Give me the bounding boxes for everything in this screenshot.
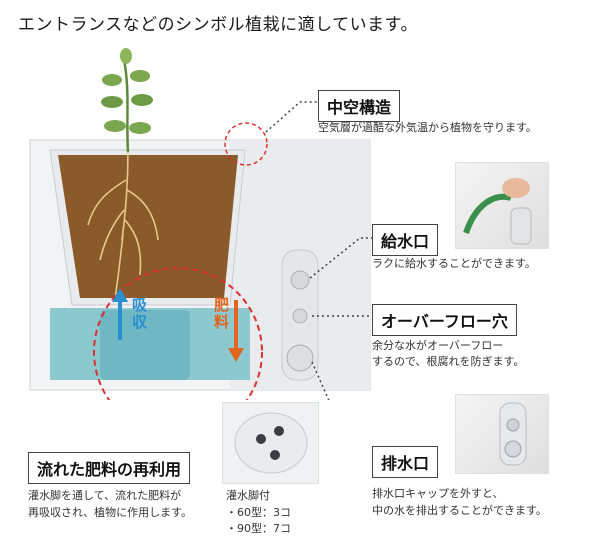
overflow-desc-2: するので、根腐れを防ぎます。	[372, 355, 525, 368]
inlet-desc: ラクに給水することができます。	[372, 257, 536, 270]
overflow-desc-1: 余分な水がオーバーフロー	[372, 339, 504, 352]
overflow-hole	[292, 308, 308, 324]
hose-icon	[463, 178, 532, 245]
feet-60: ・60型：3コ	[226, 506, 291, 519]
feet-title: 灌水脚付	[226, 489, 270, 502]
drain-label: 排水口	[372, 446, 439, 478]
reuse-highlight	[93, 267, 263, 400]
absorb-label: 吸 収	[132, 297, 147, 331]
inlet-photo	[455, 162, 549, 249]
absorb-char-1: 吸	[132, 296, 148, 314]
watering-feet-photo	[222, 402, 319, 484]
plant	[101, 48, 153, 153]
roots	[87, 149, 159, 299]
feet-90: ・90型：7コ	[226, 522, 291, 535]
soil	[58, 155, 238, 298]
inlet-label: 給水口	[372, 224, 439, 256]
page-heading: エントランスなどのシンボル植栽に適しています。	[18, 15, 418, 35]
fertilizer-reuse-desc-2: 再吸収され、植物に作用します。	[28, 506, 193, 519]
hollow-highlight	[224, 122, 268, 166]
inlet-port	[290, 270, 310, 290]
fertilizer-char-1: 肥	[214, 296, 230, 314]
hollow-structure-desc: 空気層が過酷な外気温から植物を守ります。	[318, 121, 537, 134]
planter-illustration	[29, 48, 372, 400]
drain-desc-2: 中の水を排出することができます。	[372, 504, 547, 517]
fertilizer-reuse-desc-1: 灌水脚を通して、流れた肥料が	[28, 489, 182, 502]
fertilizer-reuse-label: 流れた肥料の再利用	[28, 452, 191, 484]
drain-photo	[455, 394, 549, 474]
overflow-label: オーバーフロー穴	[372, 304, 517, 336]
drain-valve-icon	[499, 402, 527, 466]
hollow-structure-label: 中空構造	[318, 90, 401, 122]
fertilizer-char-2: 料	[214, 313, 230, 331]
absorb-char-2: 収	[132, 313, 148, 331]
fertilizer-label: 肥 料	[214, 297, 229, 331]
feet-icon	[234, 412, 308, 474]
drain-desc-1: 排水口キャップを外すと、	[372, 487, 504, 500]
drain-cap	[286, 344, 314, 372]
